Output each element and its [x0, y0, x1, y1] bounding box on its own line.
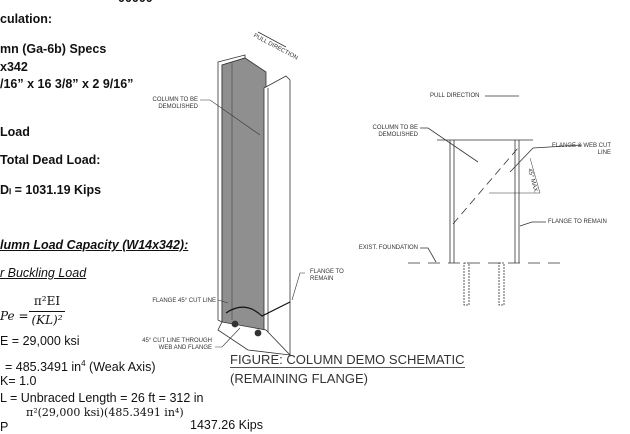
label-line: FLANGE TO	[310, 269, 344, 275]
label-line: COLUMN TO BE	[152, 97, 198, 103]
dl-value: = 1031.19 Kips	[14, 183, 102, 197]
calculation-heading: culation:	[0, 12, 53, 26]
buckling-heading: r Buckling Load	[0, 266, 87, 280]
elev-flange-remain-label: FLANGE TO REMAIN	[548, 219, 607, 225]
label-line: LINE	[597, 150, 611, 156]
total-dead-load-heading: Total Dead Load:	[0, 153, 101, 167]
i-value: = 485.3491 in4 (Weak Axis)	[5, 359, 156, 374]
label-line: DEMOLISHED	[158, 104, 198, 110]
iso-leaders	[200, 99, 305, 348]
label-line: COLUMN TO BE	[372, 125, 418, 131]
i-value-text: = 485.3491 in	[5, 360, 82, 375]
label-line: 45° CUT LINE THROUGH	[142, 338, 212, 344]
elevation-column	[408, 95, 583, 306]
label-line: DEMOLISHED	[378, 132, 418, 138]
load-heading: Load	[0, 125, 30, 139]
column-demo-drawing	[200, 31, 583, 356]
i-exponent: 4	[81, 359, 86, 368]
l-value: L = Unbraced Length = 26 ft = 312 in	[0, 391, 204, 405]
isometric-column	[217, 31, 292, 356]
e-value: E = 29,000 ksi	[0, 334, 80, 348]
specs-heading: mn (Ga-6b) Specs	[0, 42, 107, 56]
label-line: FLANGE & WEB CUT	[551, 143, 611, 149]
elev-foundation-label: EXIST. FOUNDATION	[358, 245, 418, 251]
substituted-numerator: π²(29,000 ksi)(485.3491 in⁴)	[26, 406, 184, 419]
formula-denominator: (KL)²	[31, 313, 63, 327]
label-line: REMAIN	[310, 276, 334, 282]
pe-symbol: Pe =	[0, 309, 29, 323]
figure-caption-title: FIGURE: COLUMN DEMO SCHEMATIC	[230, 352, 465, 368]
k-value: K= 1.0	[0, 374, 37, 388]
formula-numerator: π²EI	[33, 294, 61, 308]
section-size: x342	[0, 60, 28, 74]
capacity-heading: lumn Load Capacity (W14x342):	[0, 238, 189, 252]
elev-pull-direction-label: PULL DIRECTION	[430, 93, 480, 99]
i-axis: (Weak Axis)	[85, 360, 156, 375]
section-dimensions: /16” x 16 3/8” x 2 9/16”	[0, 77, 134, 91]
fraction-bar	[29, 311, 65, 312]
iso-flange-cut-label: FLANGE 45° CUT LINE	[152, 298, 216, 304]
cut-top-text: 00000	[118, 0, 153, 5]
figure-caption-subtitle: (REMAINING FLANGE)	[230, 371, 368, 386]
dead-load-value: Dₗ = 1031.19 Kips	[0, 182, 101, 197]
label-line: WEB AND FLANGE	[158, 345, 212, 351]
dl-symbol: Dₗ	[0, 183, 12, 197]
